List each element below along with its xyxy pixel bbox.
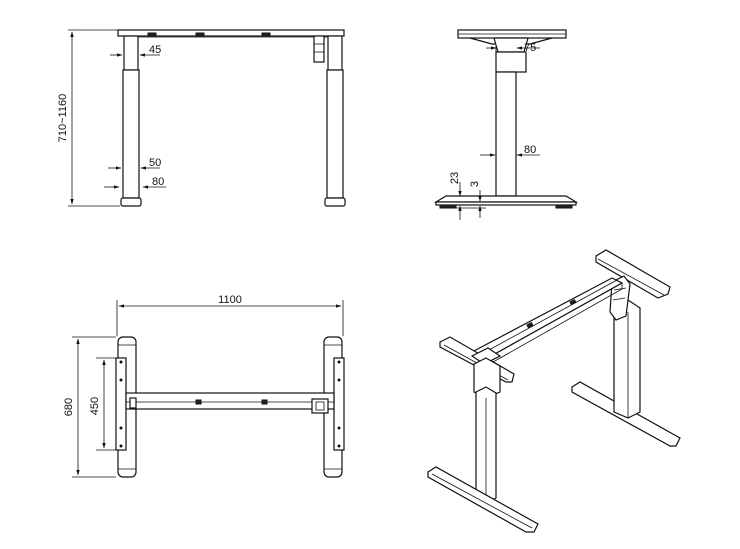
front-motor [313,35,325,63]
side-column-lower [495,71,517,197]
iso-crossbar [470,277,624,361]
isometric-view [427,249,681,533]
top-motor [311,398,329,414]
front-right-foot [324,197,346,207]
front-view: 710~1160 45 50 80 [57,29,346,207]
column-mid-label: 50 [149,157,161,169]
top-view: 1100 680 450 [63,294,345,478]
width-label: 1100 [218,294,242,306]
inner-label: 450 [89,397,101,415]
top-right-bracket [333,357,345,451]
front-left-foot [120,197,142,207]
iso-right-bracket [595,249,671,299]
front-left-column-lower [122,69,140,199]
foot-height-label: 23 [449,172,461,184]
front-right-column-lower [326,69,344,199]
foot-plate-label: 3 [469,181,481,187]
front-left-column-upper [123,35,139,71]
height-label: 710~1160 [57,94,69,142]
column-label: 80 [524,144,536,156]
foot-label: 80 [152,176,164,188]
front-top-bar [117,29,345,37]
iso-left-foot [427,466,539,533]
front-right-column-upper [327,35,343,71]
depth-label: 680 [63,398,75,416]
side-column-upper [495,51,527,73]
top-crossbar [125,392,335,410]
side-foot [433,195,579,203]
top-left-bracket [115,357,127,451]
side-foot-plate [435,201,577,206]
iso-left-column-upper [473,357,501,399]
side-view: 75 80 23 3 [433,29,579,220]
column-top-label: 45 [149,44,161,56]
bracket-label: 75 [524,42,536,54]
